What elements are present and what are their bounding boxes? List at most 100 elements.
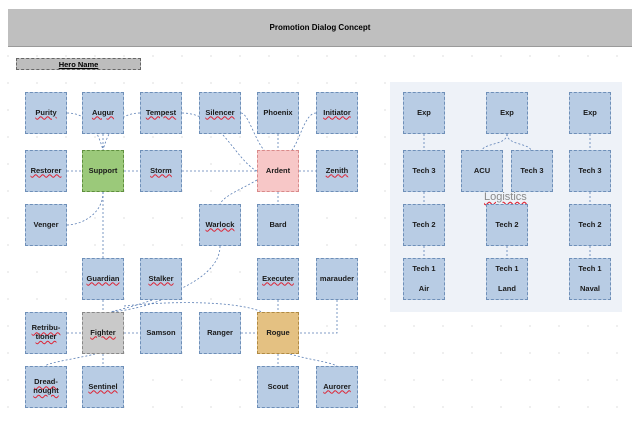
grid-dot bbox=[36, 82, 38, 84]
grid-dot bbox=[239, 82, 241, 84]
grid-dot bbox=[65, 55, 67, 57]
tech-air-tech1-label: Tech 1 bbox=[412, 263, 436, 273]
tech-naval-tech2[interactable]: Tech 2 bbox=[569, 204, 611, 246]
grid-dot bbox=[384, 298, 386, 300]
grid-dot bbox=[123, 82, 125, 84]
tech-naval-tech3[interactable]: Tech 3 bbox=[569, 150, 611, 192]
grid-dot bbox=[587, 406, 589, 408]
grid-dot bbox=[413, 379, 415, 381]
grid-dot bbox=[7, 406, 9, 408]
tech-naval-tech1-label: Tech 1 bbox=[578, 263, 602, 273]
tech-land-tech3[interactable]: Tech 3 bbox=[511, 150, 553, 192]
class-initiator[interactable]: Initiator bbox=[316, 92, 358, 134]
grid-dot bbox=[239, 190, 241, 192]
grid-dot bbox=[239, 163, 241, 165]
grid-dot bbox=[7, 136, 9, 138]
grid-dot bbox=[268, 82, 270, 84]
class-rogue[interactable]: Rogue bbox=[257, 312, 299, 354]
grid-dot bbox=[210, 190, 212, 192]
tech-naval-tech1[interactable]: Tech 1 Naval bbox=[569, 258, 611, 300]
class-dreadnought[interactable]: Dread- nought bbox=[25, 366, 67, 408]
class-stalker[interactable]: Stalker bbox=[140, 258, 182, 300]
grid-dot bbox=[442, 352, 444, 354]
grid-dot bbox=[471, 379, 473, 381]
class-purity[interactable]: Purity bbox=[25, 92, 67, 134]
grid-dot bbox=[355, 217, 357, 219]
class-samson[interactable]: Samson bbox=[140, 312, 182, 354]
class-ranger[interactable]: Ranger bbox=[199, 312, 241, 354]
tech-land-tech2[interactable]: Tech 2 bbox=[486, 204, 528, 246]
grid-dot bbox=[94, 136, 96, 138]
tech-land-acu[interactable]: ACU bbox=[461, 150, 503, 192]
grid-dot bbox=[210, 379, 212, 381]
grid-dot bbox=[384, 190, 386, 192]
class-dreadnought-line1: Dread- bbox=[34, 377, 58, 387]
grid-dot bbox=[210, 271, 212, 273]
class-retributioner-line2: tioner bbox=[35, 332, 57, 341]
class-venger[interactable]: Venger bbox=[25, 204, 67, 246]
tech-air-tech1[interactable]: Tech 1 Air bbox=[403, 258, 445, 300]
class-aurorer[interactable]: Aurorer bbox=[316, 366, 358, 408]
grid-dot bbox=[558, 325, 560, 327]
grid-dot bbox=[65, 136, 67, 138]
tech-air-branch-label: Air bbox=[418, 283, 430, 293]
class-marauder[interactable]: marauder bbox=[316, 258, 358, 300]
grid-dot bbox=[587, 55, 589, 57]
grid-dot bbox=[152, 55, 154, 57]
grid-dot bbox=[326, 325, 328, 327]
grid-dot bbox=[500, 352, 502, 354]
tech-naval-branch-label: Naval bbox=[579, 283, 600, 293]
grid-dot bbox=[210, 406, 212, 408]
class-scout[interactable]: Scout bbox=[257, 366, 299, 408]
grid-dot bbox=[36, 271, 38, 273]
grid-dot bbox=[7, 55, 9, 57]
class-ardent[interactable]: Ardent bbox=[257, 150, 299, 192]
class-executer[interactable]: Executer bbox=[257, 258, 299, 300]
class-augur[interactable]: Augur bbox=[82, 92, 124, 134]
grid-dot bbox=[616, 55, 618, 57]
class-fighter[interactable]: Fighter bbox=[82, 312, 124, 354]
class-tempest[interactable]: Tempest bbox=[140, 92, 182, 134]
grid-dot bbox=[181, 136, 183, 138]
grid-dot bbox=[7, 244, 9, 246]
grid-dot bbox=[384, 352, 386, 354]
class-silencer[interactable]: Silencer bbox=[199, 92, 241, 134]
grid-dot bbox=[94, 82, 96, 84]
grid-dot bbox=[471, 352, 473, 354]
tech-land-exp[interactable]: Exp bbox=[486, 92, 528, 134]
class-sentinel[interactable]: Sentinel bbox=[82, 366, 124, 408]
grid-dot bbox=[181, 379, 183, 381]
class-zenith[interactable]: Zenith bbox=[316, 150, 358, 192]
grid-dot bbox=[7, 82, 9, 84]
class-warlock[interactable]: Warlock bbox=[199, 204, 241, 246]
class-restorer[interactable]: Restorer bbox=[25, 150, 67, 192]
grid-dot bbox=[65, 82, 67, 84]
class-phoenix[interactable]: Phoenix bbox=[257, 92, 299, 134]
class-retributioner[interactable]: Retribu- tioner bbox=[25, 312, 67, 354]
grid-dot bbox=[471, 55, 473, 57]
class-guardian[interactable]: Guardian bbox=[82, 258, 124, 300]
grid-dot bbox=[152, 244, 154, 246]
grid-dot bbox=[500, 325, 502, 327]
grid-dot bbox=[152, 406, 154, 408]
tech-air-tech3[interactable]: Tech 3 bbox=[403, 150, 445, 192]
grid-dot bbox=[152, 217, 154, 219]
tech-naval-exp[interactable]: Exp bbox=[569, 92, 611, 134]
grid-dot bbox=[442, 325, 444, 327]
tech-land-tech1-label: Tech 1 bbox=[495, 263, 519, 273]
grid-dot bbox=[239, 136, 241, 138]
grid-dot bbox=[239, 379, 241, 381]
class-bard[interactable]: Bard bbox=[257, 204, 299, 246]
tech-air-exp[interactable]: Exp bbox=[403, 92, 445, 134]
grid-dot bbox=[587, 325, 589, 327]
tech-air-tech2[interactable]: Tech 2 bbox=[403, 204, 445, 246]
grid-dot bbox=[297, 82, 299, 84]
logistics-label: Logistics bbox=[484, 191, 527, 203]
grid-dot bbox=[36, 136, 38, 138]
grid-dot bbox=[471, 325, 473, 327]
grid-dot bbox=[529, 352, 531, 354]
grid-dot bbox=[239, 298, 241, 300]
tech-land-tech1[interactable]: Tech 1 Land bbox=[486, 258, 528, 300]
class-storm[interactable]: Storm bbox=[140, 150, 182, 192]
class-support[interactable]: Support bbox=[82, 150, 124, 192]
